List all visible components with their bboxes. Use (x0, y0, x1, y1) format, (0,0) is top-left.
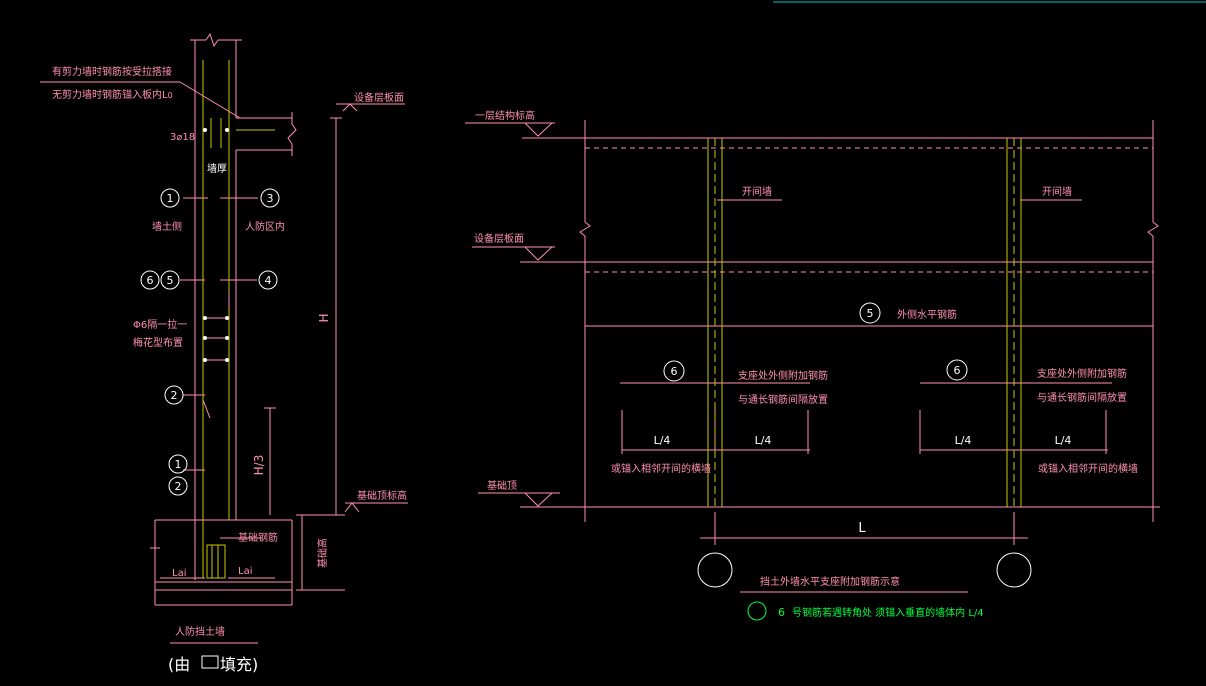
wall-rebar (202, 60, 275, 579)
lai-left-label: Lai (172, 568, 186, 579)
dim-quarter-1: L/4 (654, 434, 671, 447)
support-right-1: 支座处外侧附加钢筋 (1037, 367, 1127, 380)
tie-bar-dots (203, 128, 229, 362)
elev-top-label: 设备层板面 (354, 91, 404, 104)
marker-5: 5 (167, 274, 174, 287)
anchor-right: 或锚入相邻开间的横墙 (1038, 462, 1138, 475)
doorway-wall-right: 开间墙 (1042, 185, 1072, 198)
marker-2b: 2 (175, 480, 182, 493)
marker-3: 3 (267, 192, 274, 205)
support-left-2: 与通长钢筋间隔放置 (738, 393, 828, 406)
elev-base-label-right: 基础顶 (487, 479, 517, 492)
dim-h3-label: H/3 (252, 455, 266, 476)
dim-quarter-3: L/4 (955, 434, 972, 447)
elev-equipment-label: 设备层板面 (474, 232, 524, 245)
doorway-walls (707, 138, 1022, 507)
doorway-wall-centerlines (714, 138, 1015, 507)
wall-section (40, 32, 408, 644)
marker-1: 1 (167, 192, 174, 205)
marker-4: 4 (265, 274, 272, 287)
note-line-2: 无剪力墙时钢筋锚入板内L0 (52, 88, 173, 101)
tie-label-1: Φ6隔一拉一 (133, 318, 187, 331)
caption-fill: (由 填充) (168, 655, 258, 674)
caption-fill-a: (由 (168, 655, 190, 674)
support-right-2: 与通长钢筋间隔放置 (1037, 391, 1127, 404)
caption-label: 人防挡土墙 (175, 625, 225, 638)
dim-span: L (858, 521, 866, 536)
dim-h-label: H (317, 313, 331, 322)
outer-bar-no: 5 (867, 307, 874, 320)
shelter-side-label: 人防区内 (245, 220, 285, 233)
section-markers (140, 188, 280, 496)
support-no-left: 6 (671, 365, 678, 378)
anchor-left: 或锚入相邻开间的横墙 (611, 462, 711, 475)
lai-right-label: Lai (238, 566, 252, 577)
hatch-swatch (201, 655, 219, 669)
tie-bars (202, 292, 230, 419)
doorway-wall-left: 开间墙 (742, 185, 772, 198)
support-no-right: 6 (954, 364, 961, 377)
note-line-1: 有剪力墙时钢筋按受拉搭接 (52, 65, 172, 78)
wall-elevation (465, 120, 1160, 593)
elevation-dashed-lines (585, 147, 1153, 273)
elevation-title: 挡土外墙水平支座附加钢筋示意 (760, 575, 900, 588)
base-height-label: 基础高 (316, 538, 329, 568)
marker-2: 2 (171, 389, 178, 402)
elev-level1-label: 一层结构标高 (475, 109, 535, 122)
base-bar-label: 基础钢筋 (238, 531, 278, 544)
caption-fill-b: 填充) (220, 655, 258, 674)
marker-1b: 1 (175, 458, 182, 471)
note-text: 号钢筋若遇转角处 须锚入垂直的墙体内 L/4 (792, 606, 984, 619)
bar-top-label: 3⌀18 (170, 132, 195, 143)
soil-side-label: 墙土侧 (152, 220, 182, 233)
marker-6: 6 (147, 274, 154, 287)
outer-bar-label: 外侧水平钢筋 (897, 308, 957, 321)
axis-bubbles (663, 302, 1032, 588)
tie-label-2: 梅花型布置 (133, 336, 183, 349)
dim-quarter-4: L/4 (1055, 434, 1072, 447)
dim-quarter-2: L/4 (755, 434, 772, 447)
note-number: 6 (778, 606, 785, 619)
support-left-1: 支座处外侧附加钢筋 (738, 369, 828, 382)
wall-thickness-label: 墙厚 (207, 162, 227, 175)
green-note-bubble (747, 601, 767, 621)
elev-base-label: 基础顶标高 (357, 489, 407, 502)
